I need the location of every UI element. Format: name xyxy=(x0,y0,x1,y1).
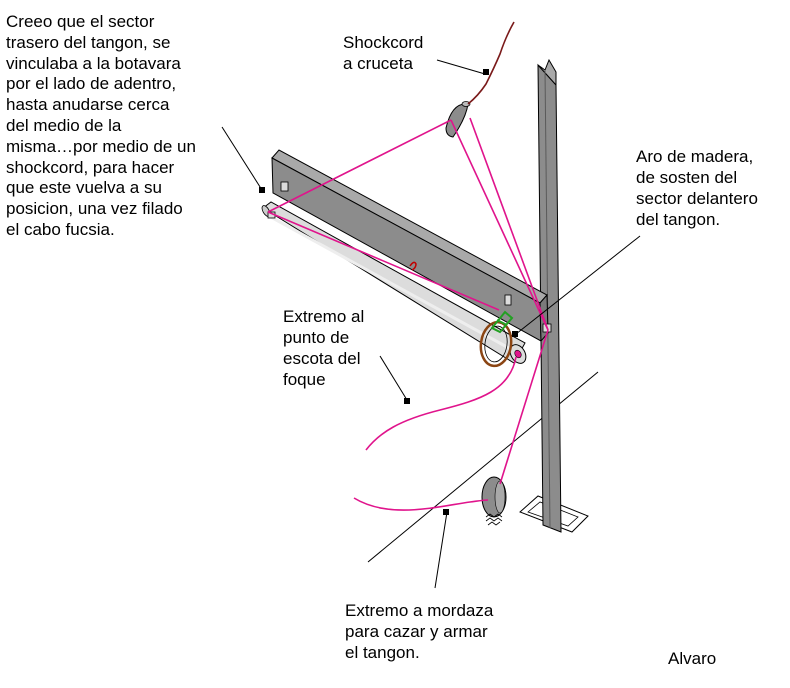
leader-wood-ring xyxy=(512,235,641,337)
spinnaker-pole xyxy=(261,201,527,364)
leader-shockcord xyxy=(436,59,489,75)
boom-tail-fitting xyxy=(280,181,289,192)
pole-hook-marker xyxy=(409,261,417,271)
ring-fitting-green xyxy=(490,310,514,334)
author-signature: Alvaro xyxy=(668,649,717,668)
deck-block xyxy=(481,476,507,526)
label-shockcord: Shockcord a cruceta xyxy=(343,33,424,73)
label-wood-ring: Aro de madera, de sosten del sector dela… xyxy=(636,147,758,229)
leader-tail xyxy=(221,126,265,193)
leader-clew-end xyxy=(379,355,410,404)
label-jam-end: Extremo a mordaza para cazar y armar el … xyxy=(345,601,494,662)
leader-jam-end xyxy=(434,509,449,589)
spreader-block xyxy=(445,101,471,138)
boom xyxy=(271,149,549,343)
label-clew-end: Extremo al punto de escota del foque xyxy=(283,307,365,389)
wood-ring xyxy=(479,320,513,368)
deck-edge-line xyxy=(367,371,599,563)
fuchsia-control-line xyxy=(267,117,549,511)
boom-gooseneck-fitting xyxy=(504,294,512,306)
shockcord-line xyxy=(467,21,515,105)
label-tail-attachment: Creeo que el sector trasero del tangon, … xyxy=(6,12,196,239)
